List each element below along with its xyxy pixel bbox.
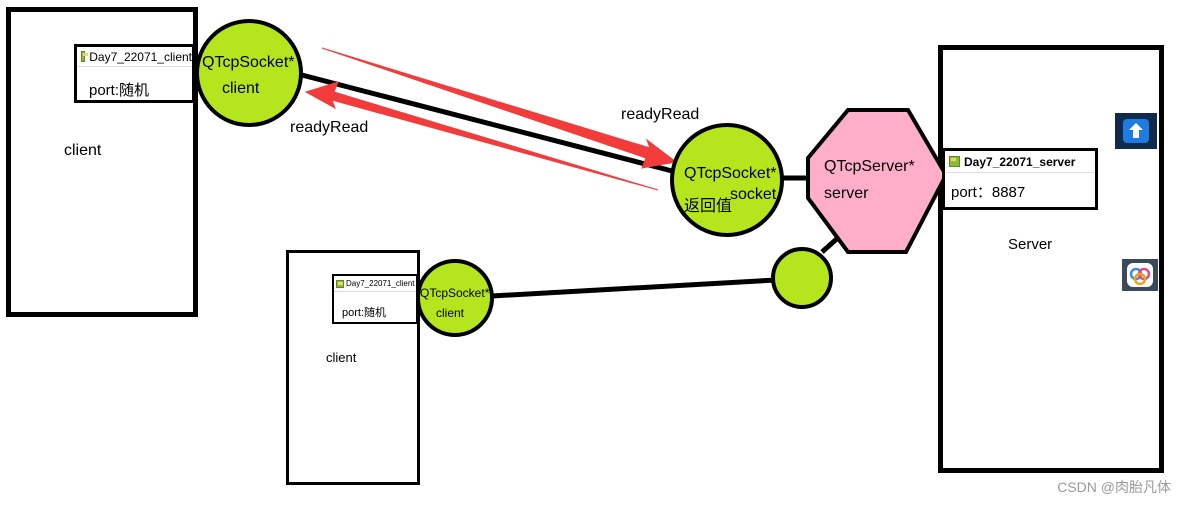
client-main-app-window: Day7_22071_client port:随机 — [74, 44, 195, 103]
arrow-label-to-server: readyRead — [621, 106, 700, 123]
client-main-socket-node — [195, 19, 303, 127]
server-title-bar: Day7_22071_server — [945, 151, 1095, 173]
cloud-app-icon — [1122, 259, 1158, 291]
qt-app-icon — [81, 51, 89, 62]
client-small-socket-node — [416, 259, 494, 337]
client-main-socket-type: QTcpSocket* — [202, 54, 295, 71]
qt-app-icon-server — [949, 156, 960, 167]
client-small-port: port:随机 — [342, 307, 387, 319]
client-main-label: client — [64, 142, 102, 159]
server-object-type: QTcpServer* — [824, 158, 915, 175]
server-socket-node — [670, 123, 784, 237]
upload-arrow-icon — [1115, 113, 1157, 149]
client-main-port: port:随机 — [89, 82, 150, 99]
arrow-ready-read-to-client — [304, 81, 659, 191]
connection-line-main — [297, 71, 677, 175]
client-small-app-window: Day7_22071_client port:随机 — [332, 274, 418, 324]
server-socket-name: socket — [730, 186, 777, 203]
qt-app-icon-small — [336, 279, 344, 288]
connection-line-small — [491, 277, 777, 299]
client-small-title-bar: Day7_22071_client — [334, 276, 416, 292]
server-window-title: Day7_22071_server — [964, 154, 1076, 169]
client-main-socket-name: client — [222, 80, 260, 97]
watermark: CSDN @肉胎凡体 — [1057, 479, 1171, 495]
client-small-window-title: Day7_22071_client — [346, 279, 415, 288]
client-small-socket-type: QTcpSocket* — [420, 286, 490, 300]
client-main-window-title: Day7_22071_client — [89, 49, 192, 64]
pending-socket-node — [771, 247, 833, 309]
client-main-title-bar: Day7_22071_client — [77, 47, 192, 67]
server-object-name: server — [824, 185, 869, 202]
client-small-socket-name: client — [436, 306, 465, 320]
server-label: Server — [1008, 236, 1053, 253]
server-object-hexagon — [806, 108, 949, 254]
server-socket-type: QTcpSocket* — [684, 165, 777, 182]
server-app-window: Day7_22071_server port：8887 — [942, 148, 1098, 210]
server-socket-return-value: 返回值 — [684, 198, 733, 215]
client-small-label: client — [326, 350, 357, 365]
server-port: port：8887 — [951, 184, 1026, 201]
arrow-label-to-client: readyRead — [290, 119, 369, 136]
